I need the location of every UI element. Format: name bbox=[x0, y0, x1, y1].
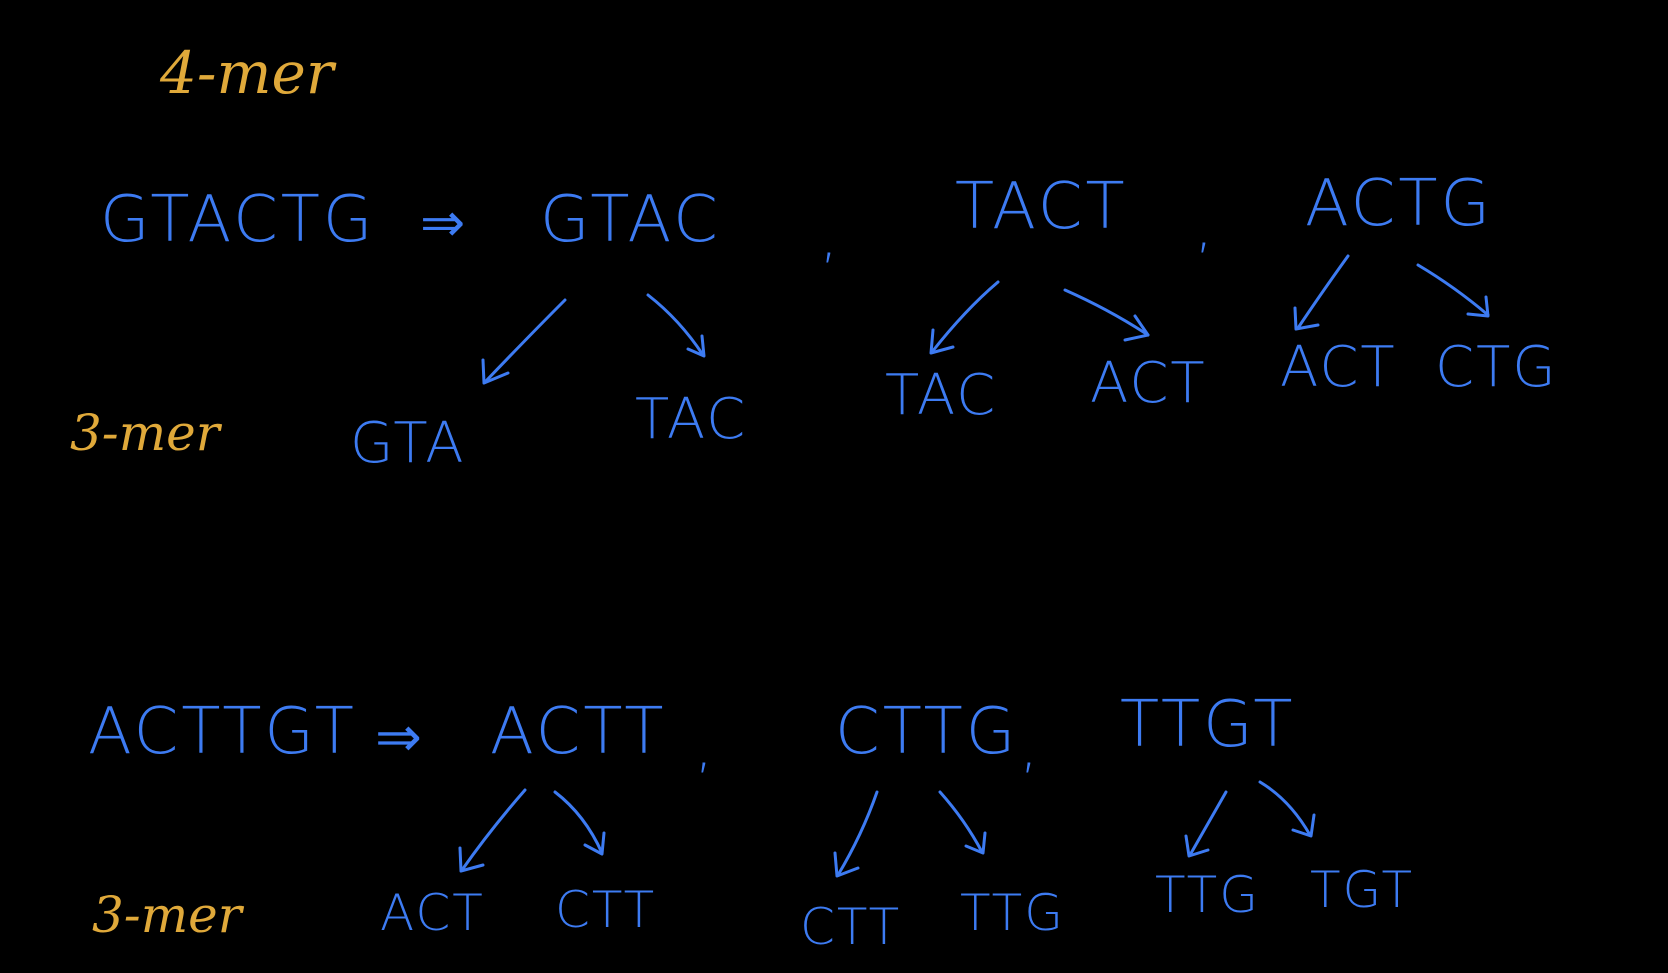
label-3mer-1: 3-mer bbox=[70, 404, 220, 462]
arrow-tact-to-act bbox=[1063, 288, 1150, 342]
comma-2a: , bbox=[695, 715, 713, 780]
arrow-actg-to-ctg bbox=[1416, 263, 1490, 318]
implies-arrow-2: ⇒ bbox=[375, 705, 422, 770]
kmer4-cttg: CTTG bbox=[835, 695, 1019, 769]
header-label-4mer: 4-mer bbox=[160, 39, 334, 107]
arrow-tact-to-tac bbox=[929, 280, 1000, 355]
kmer4-gtac: GTAC bbox=[540, 183, 721, 257]
kmer3-ctt-b: CTT bbox=[800, 898, 902, 956]
kmer4-ttgt: TTGT bbox=[1120, 688, 1296, 762]
sequence-2: ACTTGT bbox=[88, 695, 357, 769]
kmer4-actg: ACTG bbox=[1305, 167, 1494, 241]
arrow-gtac-to-gta bbox=[481, 298, 567, 385]
comma-1a: , bbox=[820, 205, 838, 270]
arrow-actg-to-act bbox=[1293, 254, 1350, 331]
comma-1b: , bbox=[1195, 195, 1213, 260]
kmer4-actt: ACTT bbox=[490, 695, 667, 769]
kmer3-act: ACT bbox=[380, 884, 485, 942]
arrow-gtac-to-tac bbox=[646, 293, 706, 358]
kmer3-gta: GTA bbox=[350, 411, 466, 476]
kmer3-ctg: CTG bbox=[1435, 335, 1558, 400]
kmer3-tac-b: TAC bbox=[885, 363, 998, 428]
arrow-cttg-to-ttg bbox=[938, 790, 987, 855]
sequence-1: GTACTG bbox=[100, 183, 376, 257]
kmer3-ttg-a: TTG bbox=[960, 884, 1065, 942]
kmer3-ttg-b: TTG bbox=[1155, 866, 1260, 924]
comma-2b: , bbox=[1020, 715, 1038, 780]
arrow-ttgt-to-tgt bbox=[1258, 780, 1316, 838]
kmer3-act-a: ACT bbox=[1090, 351, 1207, 416]
label-3mer-2: 3-mer bbox=[92, 886, 242, 944]
arrow-cttg-to-ctt bbox=[833, 790, 879, 878]
arrow-actt-to-act bbox=[458, 788, 527, 873]
arrow-actt-to-ctt bbox=[553, 790, 606, 856]
implies-arrow-1: ⇒ bbox=[420, 191, 466, 254]
arrow-ttgt-to-ttg bbox=[1184, 790, 1228, 858]
kmer3-ctt-a: CTT bbox=[555, 881, 657, 939]
kmer3-tac-a: TAC bbox=[635, 387, 748, 452]
kmer3-tgt: TGT bbox=[1310, 861, 1415, 919]
kmer4-tact: TACT bbox=[955, 170, 1128, 244]
kmer3-act-b: ACT bbox=[1280, 335, 1397, 400]
